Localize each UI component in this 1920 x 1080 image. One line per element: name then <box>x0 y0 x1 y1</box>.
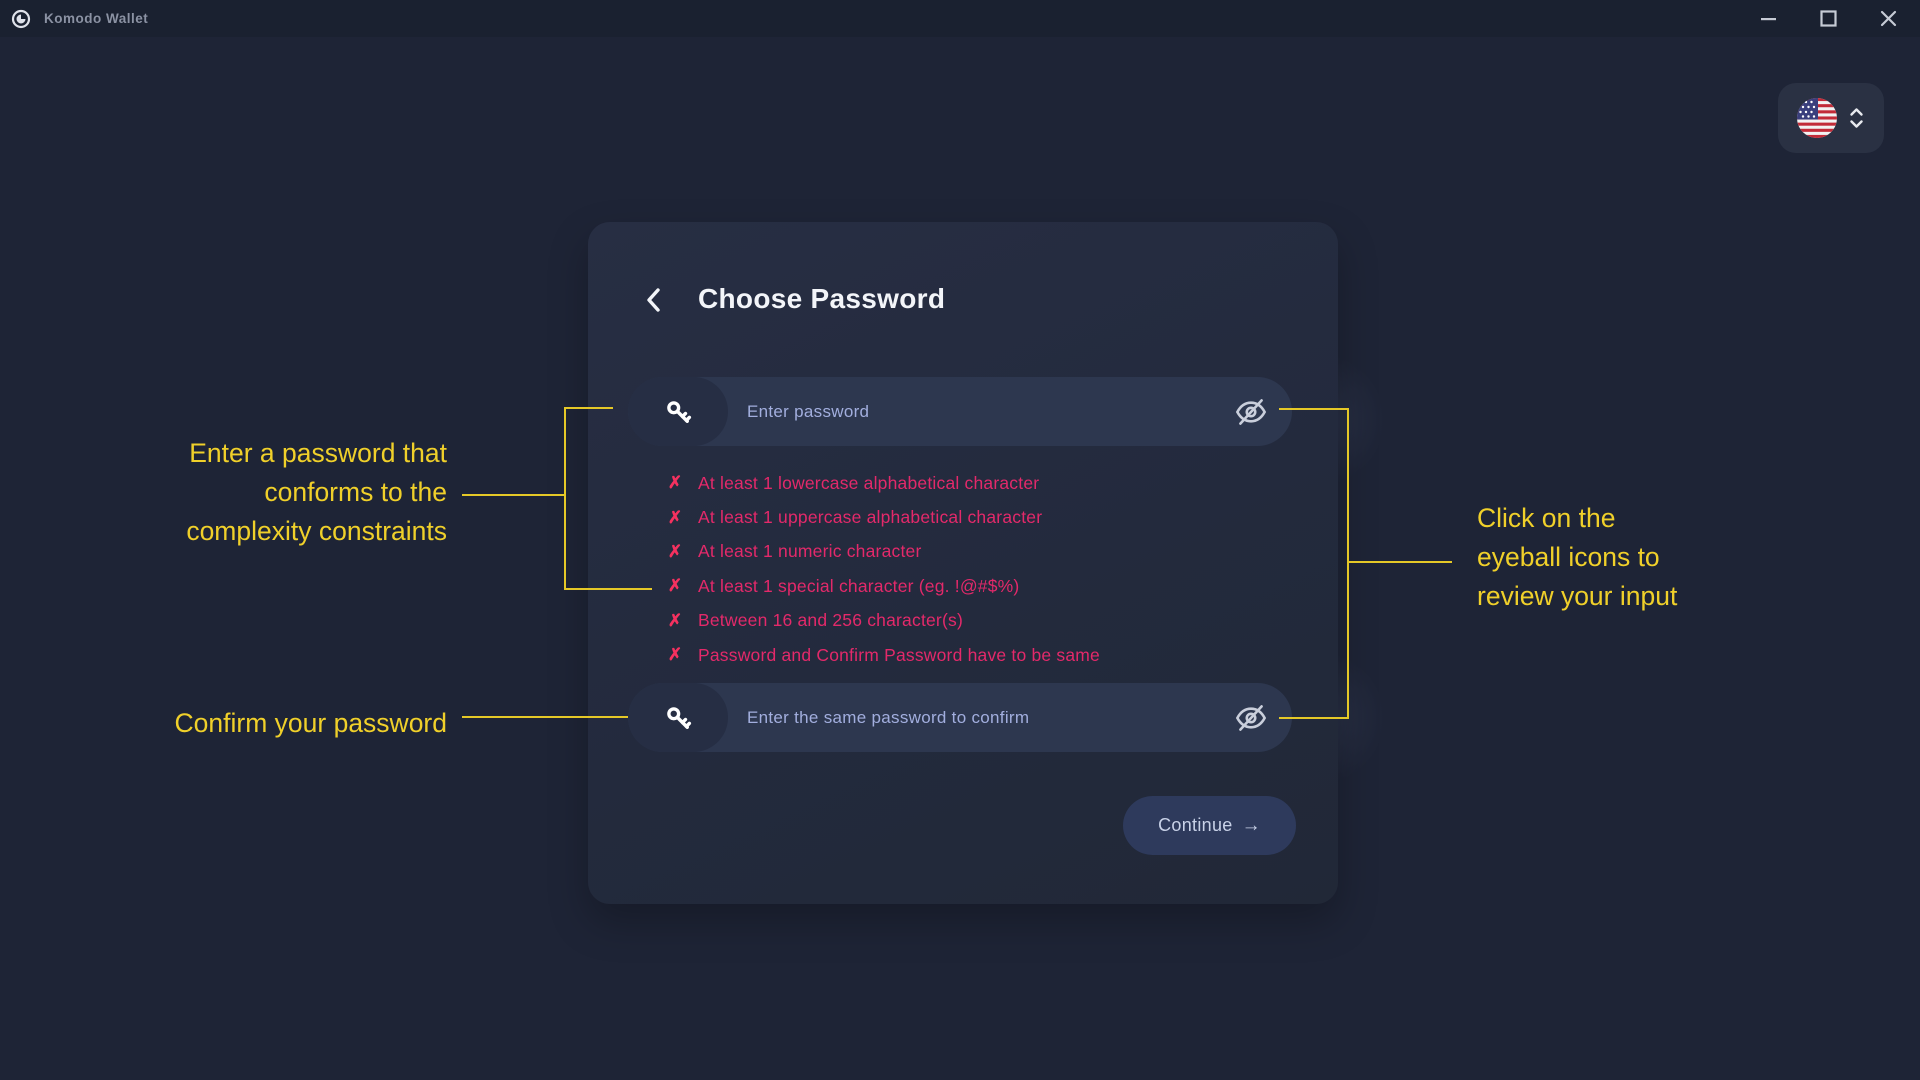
key-icon <box>667 400 692 423</box>
x-mark-icon: ✗ <box>667 473 683 493</box>
us-flag-icon <box>1797 98 1837 138</box>
annotation-password-note: Enter a password that conforms to the co… <box>186 438 447 546</box>
maximize-button[interactable] <box>1808 2 1848 36</box>
validation-text: At least 1 uppercase alphabetical charac… <box>698 507 1043 528</box>
close-icon <box>1880 10 1896 27</box>
connector-line <box>564 407 566 590</box>
validation-row: ✗ At least 1 special character (eg. !@#$… <box>666 569 1100 603</box>
window-controls <box>1748 0 1920 37</box>
password-input[interactable] <box>747 377 1177 446</box>
connector-line <box>1279 717 1347 719</box>
x-mark-icon: ✗ <box>667 576 683 596</box>
key-capsule <box>628 377 728 446</box>
connector-line <box>1349 561 1452 563</box>
minimize-button[interactable] <box>1748 2 1788 36</box>
connector-line <box>566 407 613 409</box>
x-mark-icon: ✗ <box>667 507 683 527</box>
key-capsule <box>628 683 728 752</box>
connector-line <box>566 588 652 590</box>
chevron-left-icon <box>647 288 660 312</box>
titlebar: Komodo Wallet <box>0 0 1920 37</box>
validation-text: At least 1 lowercase alphabetical charac… <box>698 472 1040 493</box>
arrow-right-icon: → <box>1241 814 1261 836</box>
confirm-password-field-container <box>628 683 1292 752</box>
connector-line <box>1347 408 1349 719</box>
confirm-visibility-toggle[interactable] <box>1230 698 1272 738</box>
connector-line <box>1279 408 1347 410</box>
maximize-icon <box>1819 10 1837 27</box>
key-icon <box>667 706 692 729</box>
validation-row: ✗ Password and Confirm Password have to … <box>666 638 1100 672</box>
page-title: Choose Password <box>698 283 946 314</box>
x-mark-icon: ✗ <box>667 541 683 561</box>
password-field-container <box>628 377 1292 446</box>
close-button[interactable] <box>1868 2 1908 36</box>
validation-row: ✗ At least 1 lowercase alphabetical char… <box>666 466 1100 500</box>
connector-line <box>462 716 628 718</box>
annotation-confirm-note: Confirm your password <box>174 708 447 738</box>
validation-text: At least 1 numeric character <box>698 541 922 562</box>
updown-chevron-icon <box>1848 107 1865 129</box>
connector-line <box>462 494 565 496</box>
validation-row: ✗ Between 16 and 256 character(s) <box>666 604 1100 638</box>
komodo-logo-icon <box>11 9 31 29</box>
validation-row: ✗ At least 1 numeric character <box>666 535 1100 569</box>
validation-text: At least 1 special character (eg. !@#$%) <box>698 575 1020 596</box>
eye-off-icon <box>1235 398 1267 425</box>
language-selector[interactable] <box>1778 83 1884 153</box>
validation-text: Password and Confirm Password have to be… <box>698 644 1100 665</box>
continue-label: Continue <box>1158 815 1233 835</box>
confirm-password-input[interactable] <box>747 683 1177 752</box>
password-visibility-toggle[interactable] <box>1230 392 1272 432</box>
choose-password-card: Choose Password ✗ At least 1 lowercase a… <box>588 222 1338 904</box>
x-mark-icon: ✗ <box>667 645 683 665</box>
validation-row: ✗ At least 1 uppercase alphabetical char… <box>666 500 1100 534</box>
validation-text: Between 16 and 256 character(s) <box>698 610 963 631</box>
x-mark-icon: ✗ <box>667 610 683 630</box>
back-button[interactable] <box>638 284 670 316</box>
annotation-eyeball-note: Click on the eyeball icons to review you… <box>1477 503 1678 611</box>
app-title: Komodo Wallet <box>44 11 149 26</box>
minimize-icon <box>1760 18 1776 21</box>
continue-button[interactable]: Continue → <box>1123 796 1296 855</box>
eye-off-icon <box>1235 704 1267 731</box>
password-validation-list: ✗ At least 1 lowercase alphabetical char… <box>666 466 1100 672</box>
